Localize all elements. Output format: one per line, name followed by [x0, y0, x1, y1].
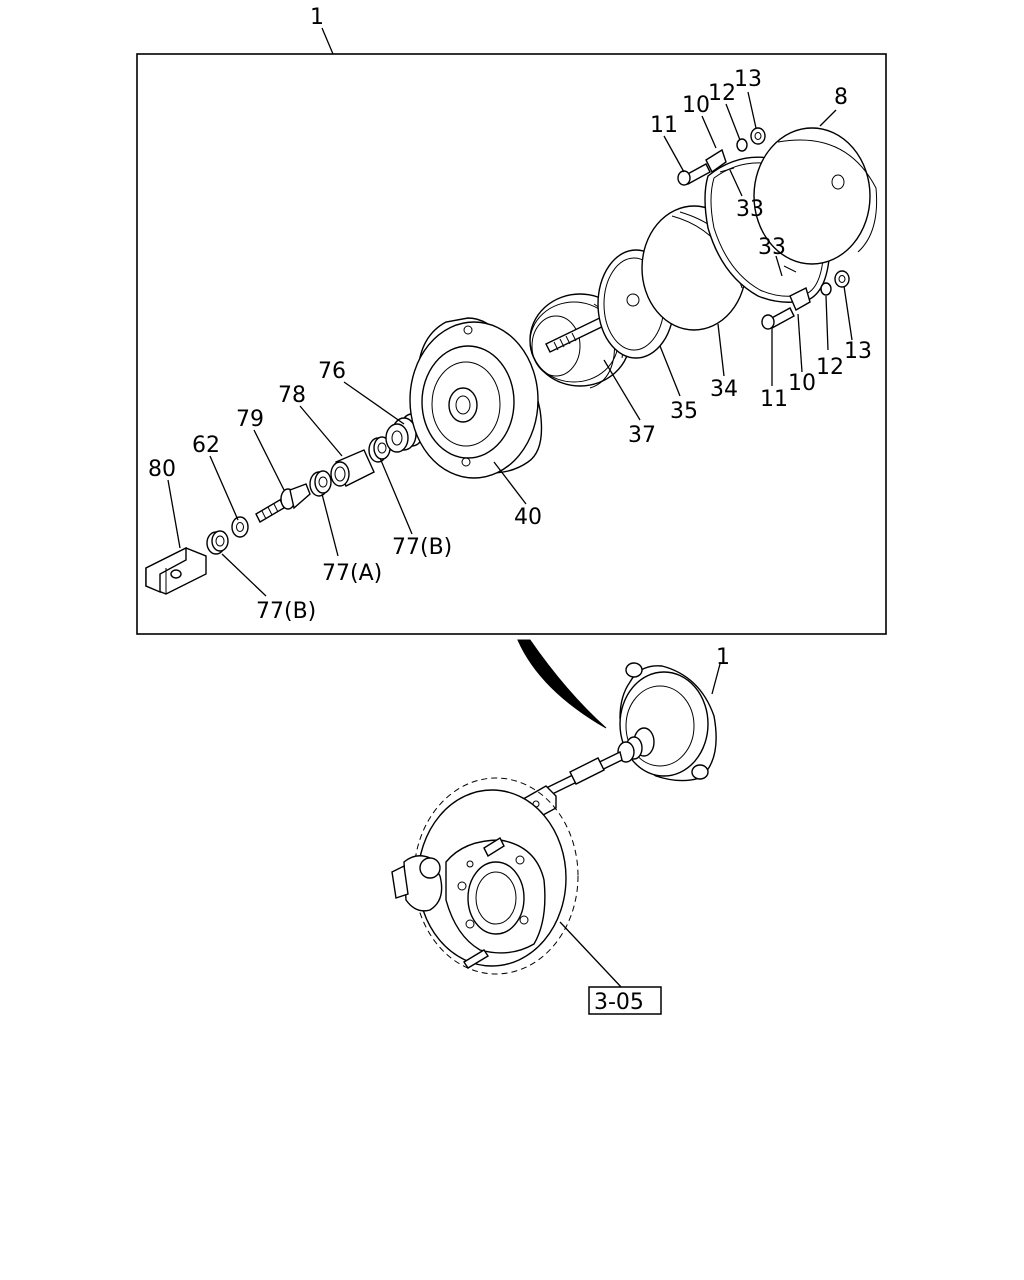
washer-part-62: [231, 516, 249, 538]
callout-11-bottom: 11: [760, 387, 788, 412]
callout-33-top: 33: [736, 197, 764, 222]
chamber-housing-part-40: [409, 317, 543, 479]
detail-pointer-arc: [517, 639, 607, 729]
callout-80: 80: [148, 457, 176, 482]
callout-79: 79: [236, 407, 264, 432]
callout-13-bottom: 13: [844, 339, 872, 364]
callout-35: 35: [670, 399, 698, 424]
washer-part-12-top: [736, 138, 748, 152]
washer-part-12-bottom: [820, 282, 832, 296]
nut-part-77a: [309, 470, 332, 497]
callout-10-top: 10: [682, 93, 710, 118]
callout-8: 8: [834, 85, 848, 110]
bolt-part-11-bottom: [761, 307, 795, 330]
reference-box-label: 3-05: [594, 990, 644, 1015]
callout-12-bottom: 12: [816, 355, 844, 380]
callout-77b-top: 77(B): [392, 535, 452, 560]
callout-1-top: 1: [310, 5, 324, 30]
nut-part-77b-bottom: [206, 530, 229, 555]
reference-box-3-05[interactable]: [588, 986, 662, 1015]
clevis-part-80: [145, 546, 207, 595]
stud-part-79: [255, 483, 311, 523]
callout-1-lower: 1: [716, 645, 730, 670]
detail-frame: [136, 53, 887, 635]
callout-13-top: 13: [734, 67, 762, 92]
nut-part-13-top: [750, 127, 766, 145]
callout-40: 40: [514, 505, 542, 530]
callout-37: 37: [628, 423, 656, 448]
assembled-chamber: [517, 662, 717, 823]
callout-33-mid: 33: [758, 235, 786, 260]
callout-10-bottom: 10: [788, 371, 816, 396]
callout-77b-bottom: 77(B): [256, 599, 316, 624]
leader-lines: [167, 91, 853, 597]
callout-11-top: 11: [650, 113, 678, 138]
callout-12-top: 12: [708, 81, 736, 106]
cover-part-8: [753, 127, 878, 265]
callout-62: 62: [192, 433, 220, 458]
bolt-part-11-top: [677, 163, 711, 186]
nut-part-13-bottom: [834, 270, 850, 288]
callout-77a: 77(A): [322, 561, 382, 586]
callout-34: 34: [710, 377, 738, 402]
callout-78: 78: [278, 383, 306, 408]
brake-backing-plate: [391, 777, 579, 975]
callout-76: 76: [318, 359, 346, 384]
sleeve-part-78: [330, 449, 375, 487]
